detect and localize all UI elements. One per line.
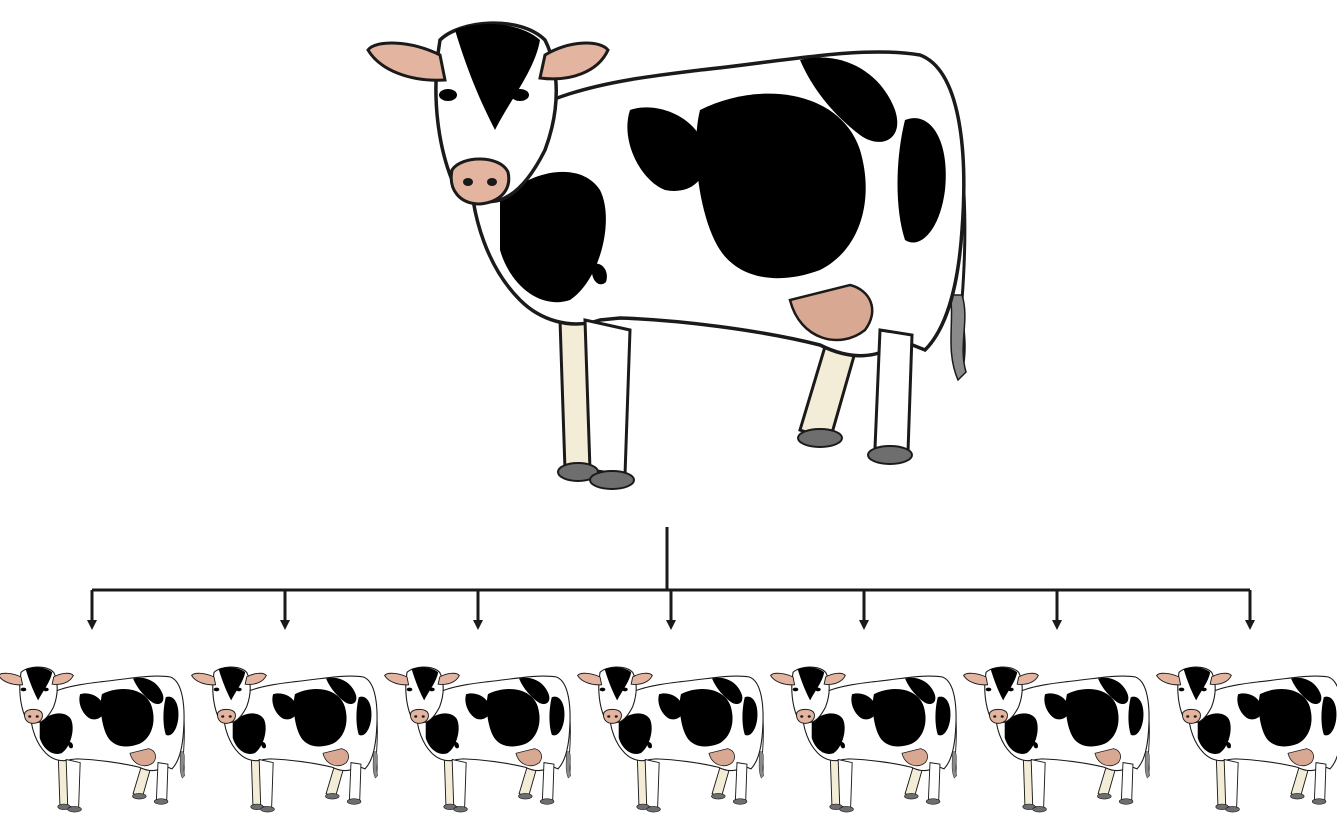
offspring-cow [385,667,571,812]
offspring-cow [192,667,378,812]
parent-cow [368,23,966,489]
offspring-cow [578,667,764,812]
offspring-cow [964,667,1150,812]
offspring-cow [771,667,957,812]
connector-tree [92,527,1250,625]
cow-icon [771,667,957,812]
cow-icon [578,667,764,812]
offspring-row [0,667,1337,812]
offspring-cow [0,667,185,812]
cow-icon [368,23,966,489]
cow-icon [964,667,1150,812]
cow-icon [192,667,378,812]
cow-icon [1157,667,1337,812]
offspring-cow [1157,667,1337,812]
cow-icon [0,667,185,812]
cow-icon [385,667,571,812]
